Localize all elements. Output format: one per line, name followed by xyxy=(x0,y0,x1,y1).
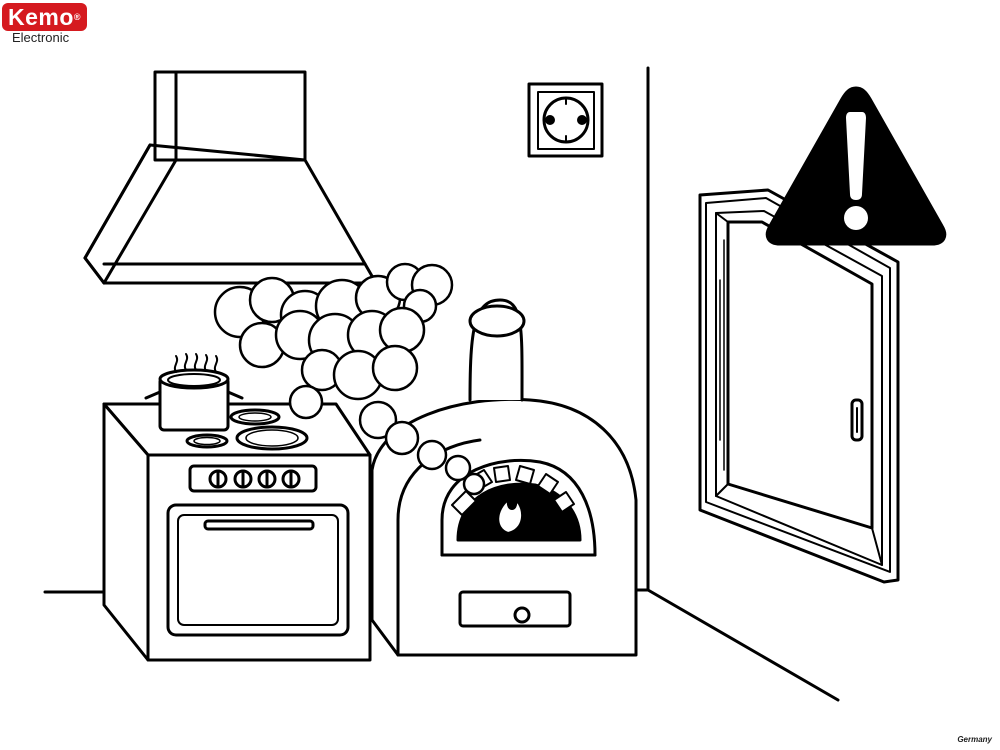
kemo-logo: Kemo® Electronic xyxy=(2,3,94,45)
wall-socket xyxy=(527,82,604,158)
flame-icon xyxy=(497,499,524,534)
cooking-pot xyxy=(144,353,244,432)
logo-tagline: Electronic xyxy=(12,30,70,45)
window xyxy=(698,188,900,584)
warning-triangle-icon xyxy=(765,86,947,246)
logo-brand: Kemo® xyxy=(2,3,88,31)
range-hood xyxy=(83,70,378,285)
smoke-cloud xyxy=(213,262,486,496)
stove xyxy=(102,402,372,662)
germany-badge: Germany xyxy=(957,735,992,744)
room-lines xyxy=(43,66,840,702)
